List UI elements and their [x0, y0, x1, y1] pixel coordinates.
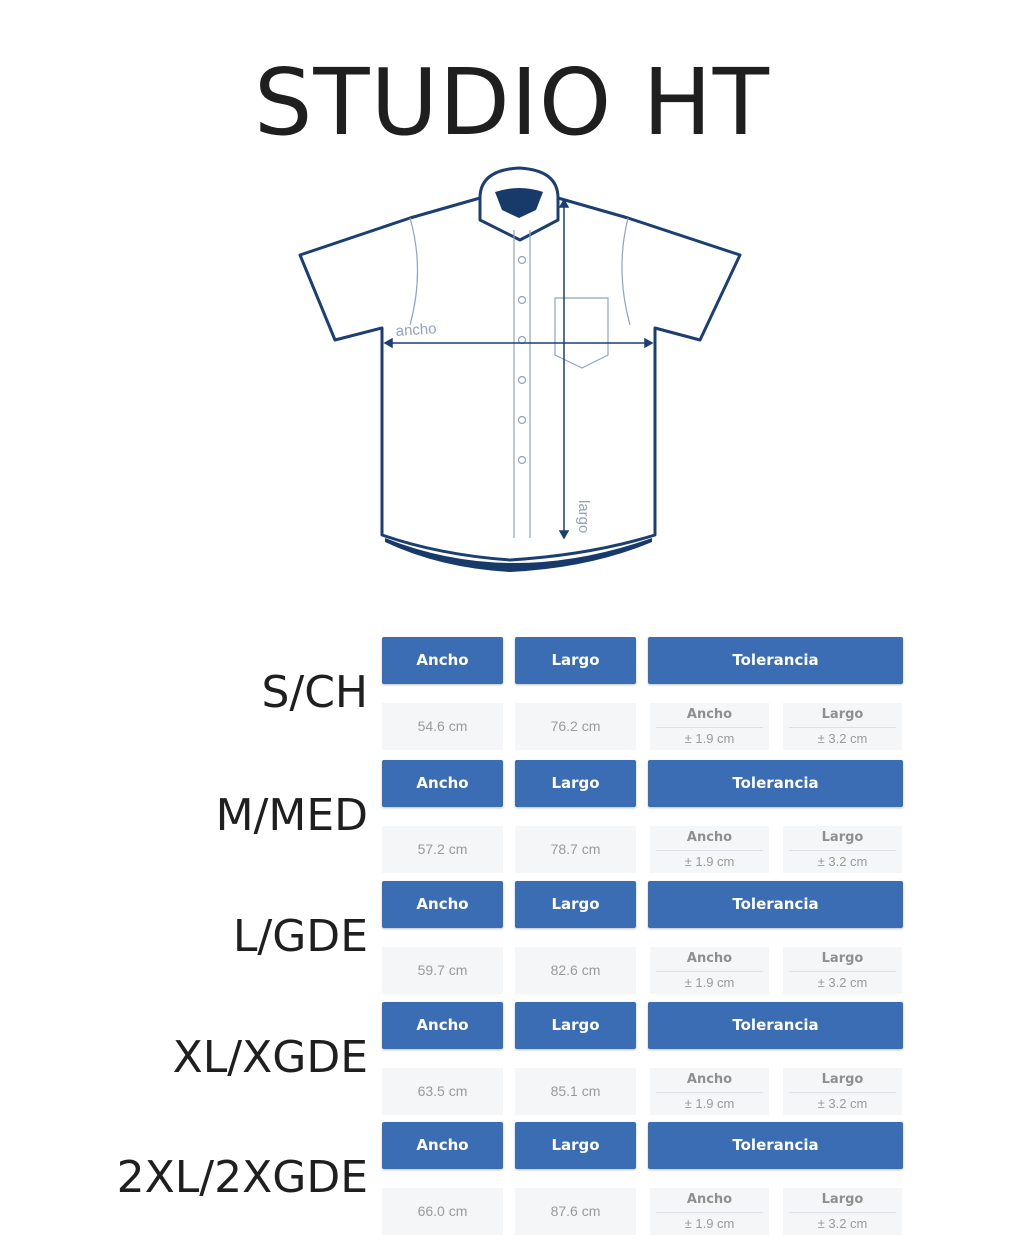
value-largo: 76.2 cm — [515, 703, 636, 750]
tolerance-ancho-label: Ancho — [656, 1188, 763, 1213]
value-largo: 82.6 cm — [515, 947, 636, 994]
header-tolerancia: Tolerancia — [648, 1122, 903, 1169]
size-label: L/GDE — [232, 911, 368, 962]
width-label: ancho — [395, 320, 437, 340]
value-ancho: 54.6 cm — [382, 703, 503, 750]
tolerance-ancho: Ancho ± 1.9 cm — [650, 826, 769, 873]
collar-outline — [478, 166, 560, 242]
tolerance-ancho: Ancho ± 1.9 cm — [650, 1188, 769, 1235]
shirt-outline — [298, 196, 742, 562]
size-label: S/CH — [261, 667, 368, 718]
value-ancho: 66.0 cm — [382, 1188, 503, 1235]
tolerance-ancho-label: Ancho — [656, 826, 763, 851]
header-ancho: Ancho — [382, 1002, 503, 1049]
tolerance-ancho-value: ± 1.9 cm — [684, 1096, 735, 1111]
size-block-l: L/GDE Ancho Largo Tolerancia 59.7 cm 82.… — [0, 881, 1024, 1001]
size-label: 2XL/2XGDE — [116, 1152, 368, 1203]
value-ancho: 57.2 cm — [382, 826, 503, 873]
length-label: largo — [575, 500, 592, 533]
tolerance-largo-value: ± 3.2 cm — [817, 854, 868, 869]
header-ancho: Ancho — [382, 1122, 503, 1169]
header-largo: Largo — [515, 637, 636, 684]
header-ancho: Ancho — [382, 760, 503, 807]
header-ancho: Ancho — [382, 637, 503, 684]
tolerance-largo-label: Largo — [789, 1068, 896, 1093]
tolerance-largo: Largo ± 3.2 cm — [783, 1188, 902, 1235]
tolerance-largo: Largo ± 3.2 cm — [783, 826, 902, 873]
header-tolerancia: Tolerancia — [648, 637, 903, 684]
tolerance-ancho-value: ± 1.9 cm — [684, 854, 735, 869]
size-block-xl: XL/XGDE Ancho Largo Tolerancia 63.5 cm 8… — [0, 1002, 1024, 1122]
tolerance-ancho: Ancho ± 1.9 cm — [650, 1068, 769, 1115]
value-ancho: 63.5 cm — [382, 1068, 503, 1115]
brand-title: STUDIO HT — [254, 49, 770, 156]
header-ancho: Ancho — [382, 881, 503, 928]
size-block-m: M/MED Ancho Largo Tolerancia 57.2 cm 78.… — [0, 760, 1024, 880]
tolerance-largo: Largo ± 3.2 cm — [783, 703, 902, 750]
collar-inner — [495, 188, 543, 218]
tolerance-ancho-label: Ancho — [656, 1068, 763, 1093]
tolerance-ancho-label: Ancho — [656, 703, 763, 728]
header-tolerancia: Tolerancia — [648, 881, 903, 928]
pocket-outline — [554, 297, 609, 369]
header-tolerancia: Tolerancia — [648, 1002, 903, 1049]
tolerance-largo: Largo ± 3.2 cm — [783, 1068, 902, 1115]
shirt-diagram: ancho largo — [298, 166, 742, 572]
tolerance-largo-value: ± 3.2 cm — [817, 731, 868, 746]
header-tolerancia: Tolerancia — [648, 760, 903, 807]
tolerance-ancho-value: ± 1.9 cm — [684, 975, 735, 990]
tolerance-ancho-label: Ancho — [656, 947, 763, 972]
size-label: M/MED — [215, 790, 368, 841]
tolerance-largo-label: Largo — [789, 947, 896, 972]
value-largo: 85.1 cm — [515, 1068, 636, 1115]
tolerance-ancho: Ancho ± 1.9 cm — [650, 703, 769, 750]
value-largo: 87.6 cm — [515, 1188, 636, 1235]
size-label: XL/XGDE — [172, 1032, 368, 1083]
value-ancho: 59.7 cm — [382, 947, 503, 994]
header-largo: Largo — [515, 760, 636, 807]
tolerance-largo: Largo ± 3.2 cm — [783, 947, 902, 994]
header-largo: Largo — [515, 1002, 636, 1049]
tolerance-largo-label: Largo — [789, 826, 896, 851]
tolerance-ancho: Ancho ± 1.9 cm — [650, 947, 769, 994]
header-largo: Largo — [515, 881, 636, 928]
tolerance-largo-value: ± 3.2 cm — [817, 1216, 868, 1231]
tolerance-ancho-value: ± 1.9 cm — [684, 731, 735, 746]
tolerance-ancho-value: ± 1.9 cm — [684, 1216, 735, 1231]
value-largo: 78.7 cm — [515, 826, 636, 873]
tolerance-largo-value: ± 3.2 cm — [817, 1096, 868, 1111]
tolerance-largo-label: Largo — [789, 703, 896, 728]
header-largo: Largo — [515, 1122, 636, 1169]
tolerance-largo-value: ± 3.2 cm — [817, 975, 868, 990]
size-block-s: S/CH Ancho Largo Tolerancia 54.6 cm 76.2… — [0, 637, 1024, 757]
hem-fill — [385, 538, 652, 572]
size-block-2xl: 2XL/2XGDE Ancho Largo Tolerancia 66.0 cm… — [0, 1122, 1024, 1242]
tolerance-largo-label: Largo — [789, 1188, 896, 1213]
